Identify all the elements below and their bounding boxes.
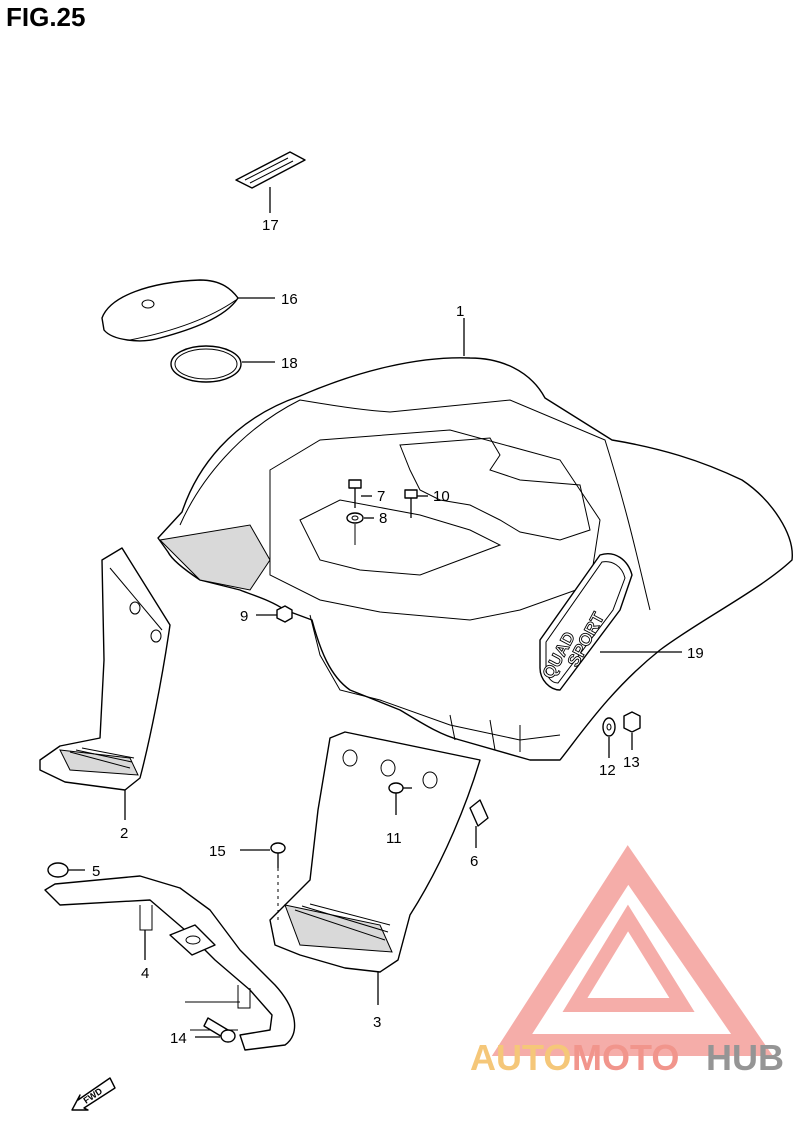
part-15-screw <box>240 842 286 920</box>
part-7-bolt <box>348 479 372 508</box>
callout-17: 17 <box>262 217 279 234</box>
fwd-arrow-icon: FWD <box>71 1077 116 1111</box>
part-10-bolt <box>404 489 428 518</box>
part-11-screw <box>388 782 412 815</box>
callout-14: 14 <box>170 1030 187 1047</box>
watermark-moto: MOTO <box>572 1037 679 1078</box>
callout-7: 7 <box>377 488 385 505</box>
callout-2: 2 <box>120 825 128 842</box>
figure-title: FIG.25 <box>6 2 86 32</box>
callout-8: 8 <box>379 510 387 527</box>
part-13-nut <box>623 711 641 750</box>
callout-19: 19 <box>687 645 704 662</box>
callout-12: 12 <box>599 762 616 779</box>
watermark-hub: HUB <box>706 1037 784 1078</box>
callout-6: 6 <box>470 853 478 870</box>
callout-11: 11 <box>386 830 402 847</box>
part-6-pad <box>469 799 489 848</box>
part-14-bolt <box>195 1017 236 1043</box>
watermark-auto: AUTO <box>470 1037 571 1078</box>
part-12-washer <box>602 717 616 758</box>
part-4-bracket <box>44 875 296 1051</box>
callout-labels: 1 2 3 4 5 6 7 8 9 10 11 12 13 14 15 16 1… <box>92 217 704 1047</box>
callout-3: 3 <box>373 1014 381 1031</box>
callout-4: 4 <box>141 965 149 982</box>
part-3-right-guard <box>269 731 481 1005</box>
part-8-washer <box>346 512 374 545</box>
callout-5: 5 <box>92 863 100 880</box>
part-1-rear-fender <box>157 318 793 761</box>
part-18-ring <box>170 345 275 383</box>
callout-13: 13 <box>623 754 640 771</box>
part-17-strip <box>235 151 306 213</box>
callout-1: 1 <box>456 303 464 320</box>
callout-18: 18 <box>281 355 298 372</box>
watermark-logo: AUTO MOTO HUB <box>470 845 784 1078</box>
part-5-cap <box>47 862 85 878</box>
part-16-pad <box>101 279 275 342</box>
part-9-nut <box>256 605 293 623</box>
callout-9: 9 <box>240 608 248 625</box>
callout-16: 16 <box>281 291 298 308</box>
callout-15: 15 <box>209 843 226 860</box>
part-2-left-guard <box>39 547 171 820</box>
callout-10: 10 <box>433 488 450 505</box>
